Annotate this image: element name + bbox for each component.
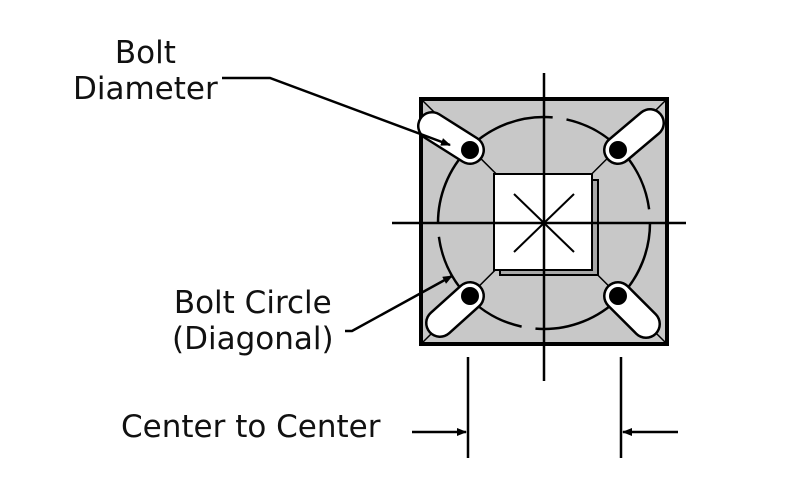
bolt-hole-bottom-left <box>461 287 479 305</box>
bolt-hole-top-right <box>609 141 627 159</box>
bolt-hole-bottom-right <box>609 287 627 305</box>
bolt-diameter-label-line-2: Diameter <box>73 70 218 107</box>
bolt-diameter-label-line-1: Bolt <box>114 35 176 71</box>
bolt-circle-label-line-1: Bolt Circle <box>173 285 332 321</box>
bolt-hole-top-left <box>461 141 479 159</box>
bolt-diameter-label: Bolt Diameter <box>73 35 218 107</box>
bolt-circle-label-line-2: (Diagonal) <box>172 320 334 357</box>
bolt-circle-leader <box>345 274 453 333</box>
bolt-circle-label: Bolt Circle (Diagonal) <box>172 285 334 357</box>
bolt-diameter-leader <box>222 76 451 147</box>
center-to-center-label: Center to Center <box>121 409 381 445</box>
